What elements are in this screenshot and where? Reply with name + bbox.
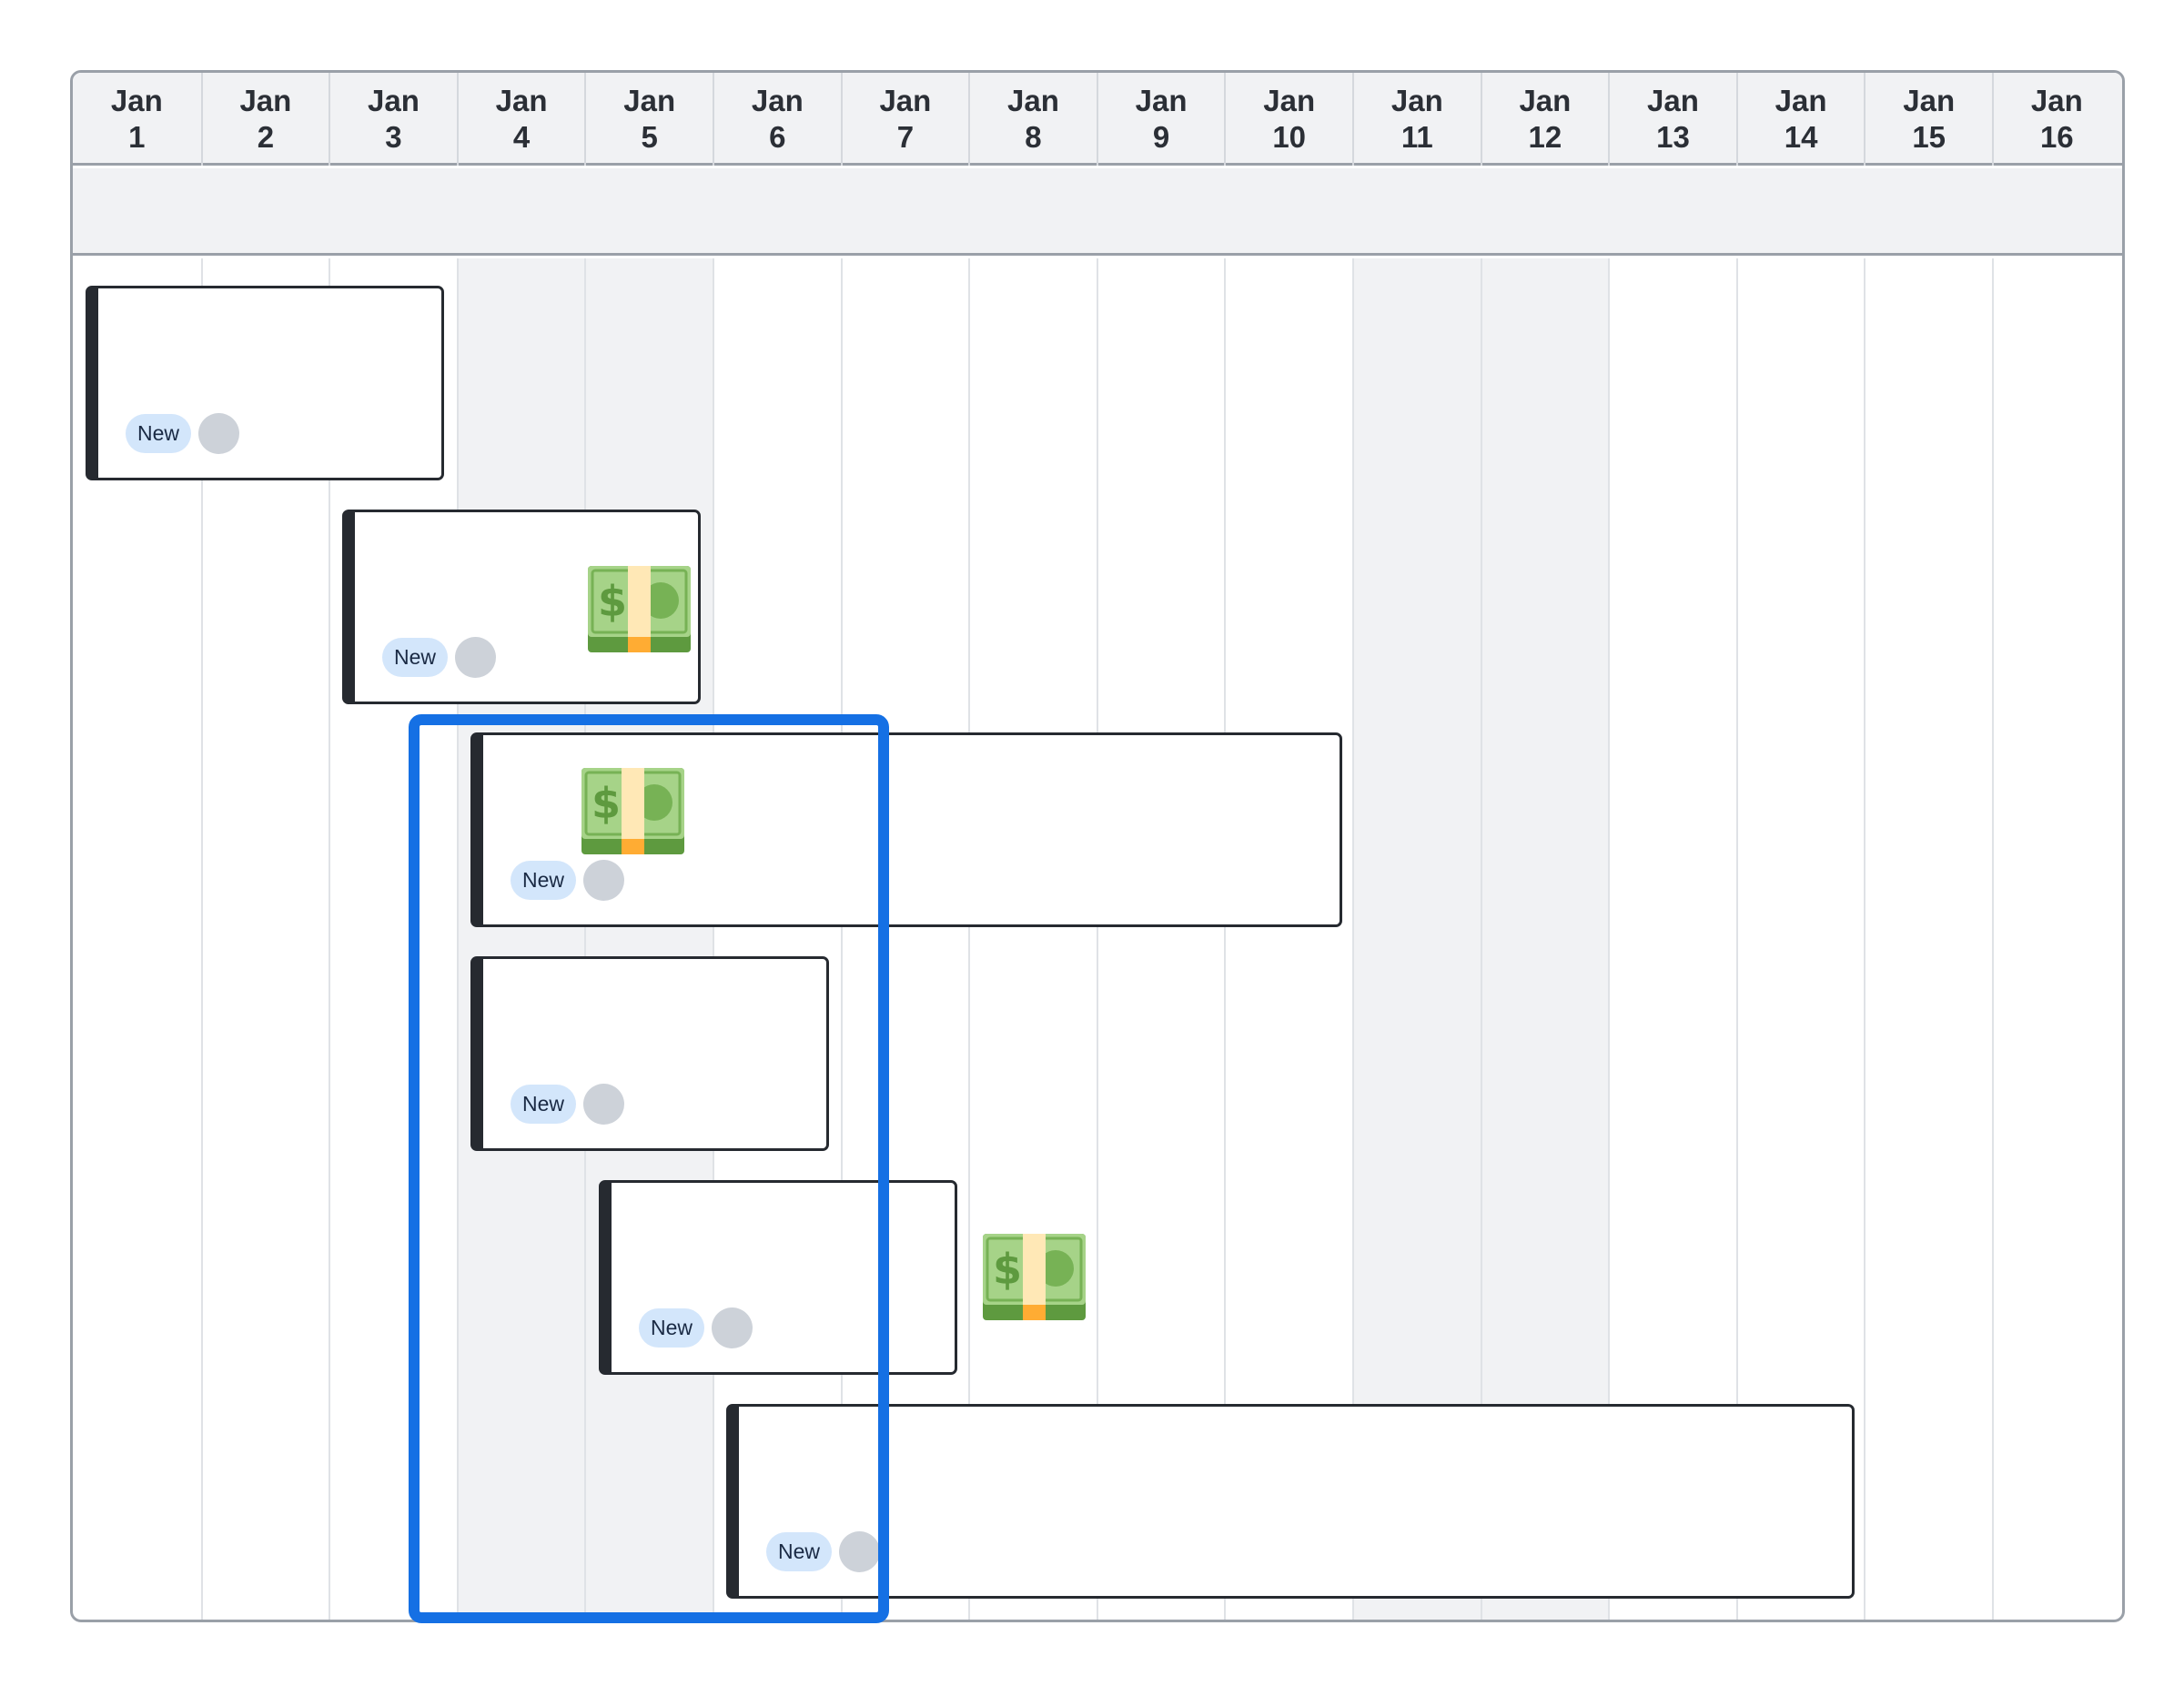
- date-day: 11: [1400, 120, 1433, 154]
- timeline-card[interactable]: New $: [342, 510, 701, 704]
- date-day: 6: [769, 120, 786, 154]
- assignee-avatar[interactable]: [583, 1084, 625, 1125]
- money-icon: $: [581, 768, 684, 854]
- assignee-avatar[interactable]: [839, 1531, 881, 1572]
- date-day: 7: [896, 120, 915, 154]
- date-month: Jan: [1903, 84, 1956, 117]
- date-month: Jan: [623, 84, 676, 117]
- svg-text:$: $: [993, 1245, 1022, 1294]
- assignee-avatar[interactable]: [455, 637, 497, 678]
- date-day: 8: [1025, 120, 1042, 154]
- date-month: Jan: [239, 84, 292, 117]
- status-pill: New: [126, 414, 192, 453]
- date-day: 10: [1272, 120, 1307, 154]
- day-column[interactable]: [1096, 258, 1225, 1620]
- timeline-card[interactable]: New: [599, 1180, 957, 1375]
- day-column[interactable]: [456, 258, 585, 1620]
- date-day: 4: [512, 120, 531, 154]
- date-day: 16: [2039, 120, 2074, 154]
- date-day: 15: [1912, 120, 1946, 154]
- date-day: 5: [641, 120, 658, 154]
- timeline-card[interactable]: New: [86, 286, 444, 480]
- status-pill: New: [639, 1308, 705, 1348]
- date-month: Jan: [1007, 84, 1059, 117]
- date-month: Jan: [2030, 84, 2083, 117]
- day-column[interactable]: [840, 258, 969, 1620]
- day-column[interactable]: [1608, 258, 1736, 1620]
- money-icon: $: [983, 1234, 1086, 1320]
- svg-text:$: $: [592, 779, 621, 828]
- status-pill: New: [511, 1085, 577, 1124]
- assignee-avatar[interactable]: [198, 413, 240, 454]
- timeline-card[interactable]: New: [470, 956, 829, 1151]
- day-column[interactable]: [1864, 258, 1992, 1620]
- date-month: Jan: [110, 84, 163, 117]
- date-month: Jan: [1774, 84, 1827, 117]
- assignee-avatar[interactable]: [583, 860, 625, 901]
- date-month: Jan: [1647, 84, 1699, 117]
- date-month: Jan: [879, 84, 932, 117]
- date-day: 9: [1152, 120, 1170, 154]
- assignee-avatar[interactable]: [712, 1307, 753, 1348]
- day-column[interactable]: [584, 258, 713, 1620]
- date-day: 14: [1784, 120, 1818, 154]
- date-day: 12: [1528, 120, 1562, 154]
- date-month: Jan: [751, 84, 804, 117]
- day-column[interactable]: [1735, 258, 1865, 1620]
- date-month: Jan: [1135, 84, 1188, 117]
- day-column[interactable]: [200, 258, 329, 1620]
- status-pill: New: [511, 861, 577, 900]
- date-month: Jan: [495, 84, 548, 117]
- timeline-card[interactable]: New: [726, 1404, 1855, 1599]
- day-column[interactable]: [1480, 258, 1609, 1620]
- timeline-card[interactable]: New $: [470, 732, 1342, 927]
- day-column[interactable]: [1352, 258, 1481, 1620]
- date-month: Jan: [1263, 84, 1316, 117]
- date-day: 1: [128, 120, 146, 154]
- timeline-subheader-row: [73, 168, 2122, 256]
- date-day: 13: [1656, 120, 1690, 154]
- date-month: Jan: [368, 84, 420, 117]
- day-column[interactable]: [1992, 258, 2120, 1620]
- day-column[interactable]: [1224, 258, 1352, 1620]
- status-pill: New: [382, 638, 449, 677]
- day-column[interactable]: [968, 258, 1097, 1620]
- timeline-body: New New $ New: [73, 258, 2122, 1620]
- date-day: 2: [257, 120, 275, 154]
- date-month: Jan: [1519, 84, 1572, 117]
- day-column[interactable]: [329, 258, 457, 1620]
- status-pill: New: [766, 1532, 833, 1571]
- date-day: 3: [385, 120, 402, 154]
- date-month: Jan: [1390, 84, 1443, 117]
- svg-text:$: $: [598, 577, 627, 626]
- money-icon: $: [588, 566, 691, 652]
- day-column[interactable]: [713, 258, 841, 1620]
